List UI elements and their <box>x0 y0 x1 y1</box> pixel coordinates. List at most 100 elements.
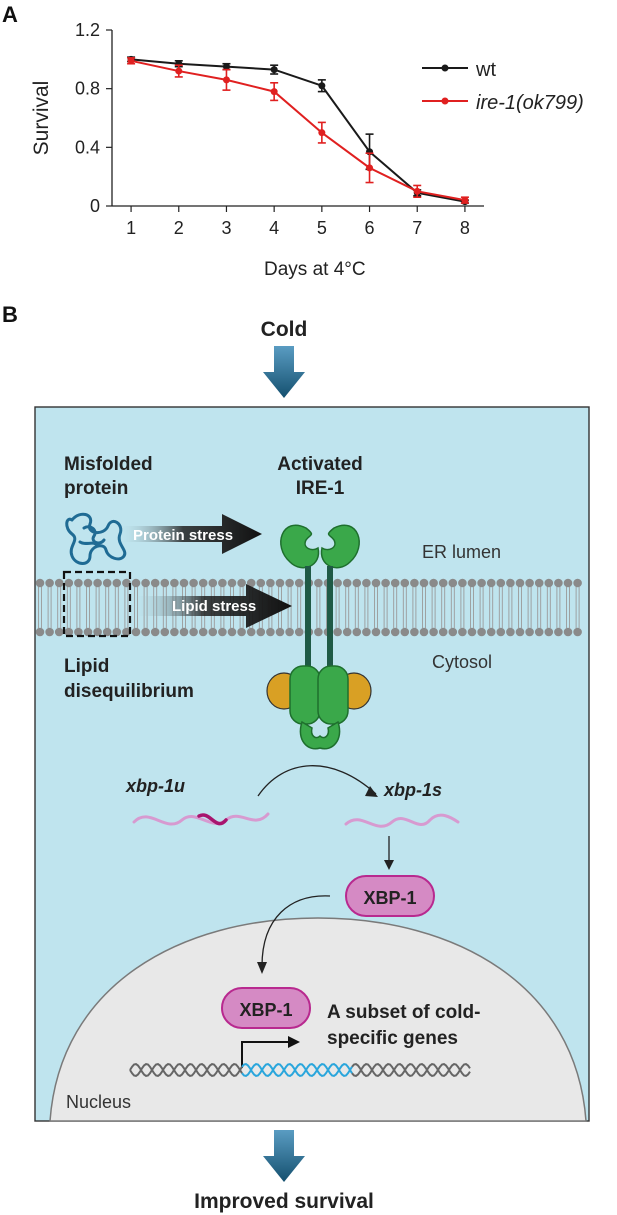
ire1-lumen-domain-right <box>320 524 360 569</box>
improved-survival-label: Improved survival <box>194 1190 374 1213</box>
lipid-head <box>141 578 150 588</box>
lipid-head <box>419 627 429 637</box>
lipid-head <box>371 627 381 637</box>
legend-label-wt: wt <box>475 59 496 81</box>
x-tick-label: 4 <box>269 218 279 238</box>
y-tick-label: 0 <box>90 196 100 216</box>
lipid-head <box>189 627 198 637</box>
x-axis-title: Days at 4°C <box>264 259 366 280</box>
activated-label-line1: Activated <box>277 454 363 475</box>
translation-arrow-head-icon <box>384 860 394 870</box>
lipid-head <box>371 578 381 588</box>
lipid-head <box>275 627 285 637</box>
genes-label-line2: specific genes <box>327 1028 458 1049</box>
dna-strand <box>351 1063 471 1077</box>
panel-b-label: B <box>2 302 18 327</box>
lipid-head <box>218 578 227 588</box>
series-line-ire1 <box>130 59 466 202</box>
panel-a-label: A <box>2 2 18 27</box>
lipid-head <box>458 578 467 588</box>
ire1-lumen-domain-left <box>280 524 320 569</box>
lipid-head <box>525 627 534 637</box>
lipid-head <box>438 578 448 588</box>
xbp1-protein-nucleus-label: XBP-1 <box>239 1000 292 1020</box>
lipid-head <box>314 578 323 588</box>
transcription-arrow-head-icon <box>288 1036 300 1048</box>
lipid-head <box>160 627 170 637</box>
transcription-start-line <box>241 1041 292 1068</box>
lipid-stress-label: Lipid stress <box>172 598 256 615</box>
data-point <box>270 88 278 96</box>
lipid-head <box>131 627 141 637</box>
y-tick-label: 1.2 <box>75 20 100 40</box>
lipid-head <box>160 578 170 588</box>
lipid-head <box>150 627 160 637</box>
chart-series <box>127 55 469 206</box>
lipid-head <box>227 578 237 588</box>
lipid-head <box>506 578 515 588</box>
lipid-head <box>237 578 246 588</box>
lipid-head <box>314 627 323 637</box>
lipid-head <box>189 578 198 588</box>
lipid-head <box>544 627 554 637</box>
lipid-head <box>467 627 477 637</box>
chart-axes <box>111 30 484 207</box>
lipid-head <box>410 627 419 637</box>
lipid-head <box>198 627 208 637</box>
lipid-head <box>486 578 496 588</box>
lipid-head <box>438 627 448 637</box>
lipid-dashed-box <box>62 570 132 638</box>
lipid-head <box>410 578 419 588</box>
lipid-head <box>534 627 544 637</box>
lipid-head <box>352 627 362 637</box>
lipid-head <box>285 578 294 588</box>
legend-marker-ire1 <box>441 97 449 105</box>
lipid-label-line1: Lipid <box>64 656 109 677</box>
lipid-head <box>141 627 150 637</box>
lipid-head <box>486 627 496 637</box>
lipid-head <box>362 578 371 588</box>
lipid-head <box>563 627 573 637</box>
data-point <box>318 82 326 90</box>
lipid-head <box>333 578 342 588</box>
x-tick-label: 1 <box>126 218 136 238</box>
lipid-head <box>112 627 122 637</box>
chart-legend: wt ire-1(ok799) <box>422 59 584 114</box>
lipid-head <box>93 627 102 637</box>
import-arrow-head-icon <box>257 962 267 974</box>
activated-label-line2: IRE-1 <box>296 478 345 499</box>
lipid-head <box>45 578 54 588</box>
cold-arrow-icon <box>263 346 305 398</box>
data-point <box>318 129 326 137</box>
lipid-head <box>122 627 131 637</box>
lipid-head <box>237 627 246 637</box>
lipid-head <box>246 627 256 637</box>
survival-arrow-icon <box>263 1130 305 1182</box>
lipid-head <box>477 578 486 588</box>
xbp1-protein-nucleus <box>221 987 311 1029</box>
lipid-head <box>467 578 477 588</box>
lipid-head <box>131 578 141 588</box>
lipid-head <box>74 627 83 637</box>
data-point <box>222 63 230 71</box>
x-tick-label: 6 <box>365 218 375 238</box>
lipid-head <box>83 627 93 637</box>
data-point <box>366 164 374 172</box>
nucleus-label: Nucleus <box>66 1092 131 1112</box>
ire1-rnase-domain <box>299 720 341 750</box>
lipid-head <box>342 627 352 637</box>
lipid-head <box>496 627 506 637</box>
lipid-head <box>515 627 525 637</box>
er-lumen-label: ER lumen <box>422 542 501 562</box>
x-tick-label: 2 <box>174 218 184 238</box>
lipid-head <box>429 578 438 588</box>
lipid-head <box>150 578 160 588</box>
x-tick-label: 5 <box>317 218 327 238</box>
series-ire1 <box>127 57 469 204</box>
protein-stress-arrow-icon <box>118 514 262 554</box>
import-arrow-line <box>261 895 331 967</box>
series-line-wt <box>130 58 466 203</box>
lipid-head <box>352 578 362 588</box>
lipid-head <box>294 627 304 637</box>
lipid-head <box>573 578 582 588</box>
